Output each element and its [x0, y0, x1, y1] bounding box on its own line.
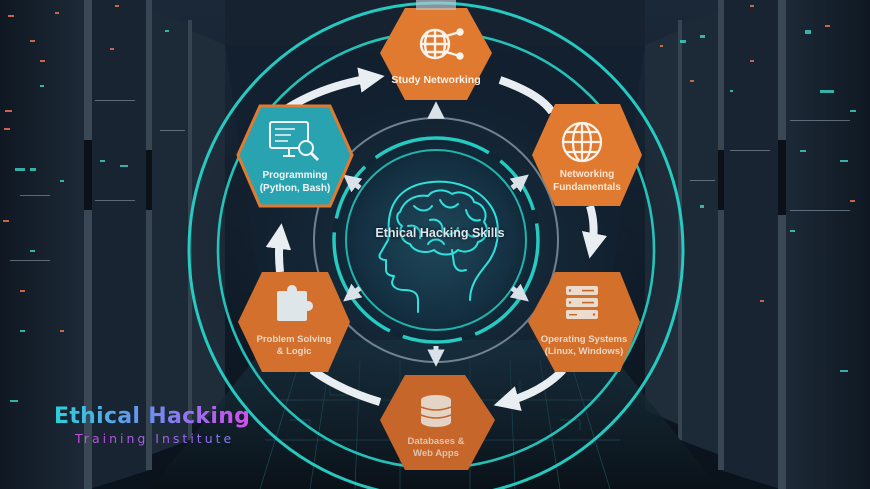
database-icon	[420, 395, 452, 427]
hexagon-databases-web-apps[interactable]	[380, 375, 495, 470]
globe-network-icon	[419, 28, 464, 60]
brand-logo: Ethical Hacking Training Institute	[54, 404, 274, 446]
monitor-search-icon	[269, 121, 320, 162]
hexagon-operating-systems[interactable]	[528, 272, 640, 372]
brain-head-icon	[378, 180, 499, 313]
logo-subtitle: Training Institute	[75, 431, 274, 446]
hexagon-study-networking[interactable]	[380, 0, 492, 100]
hexagon-programming[interactable]	[236, 104, 354, 208]
hexagon-networking-fundamentals[interactable]	[532, 104, 642, 206]
cycle-arrows	[265, 67, 608, 411]
hexagon-problem-solving[interactable]	[238, 272, 350, 372]
inner-rings	[313, 117, 559, 363]
puzzle-icon	[277, 285, 313, 321]
radial-arrows	[343, 101, 529, 367]
rack-leds	[3, 5, 856, 402]
server-icon	[566, 286, 598, 319]
logo-title: Ethical Hacking	[54, 404, 274, 429]
globe-icon	[561, 121, 603, 163]
center-title: Ethical Hacking Skills	[375, 226, 505, 240]
